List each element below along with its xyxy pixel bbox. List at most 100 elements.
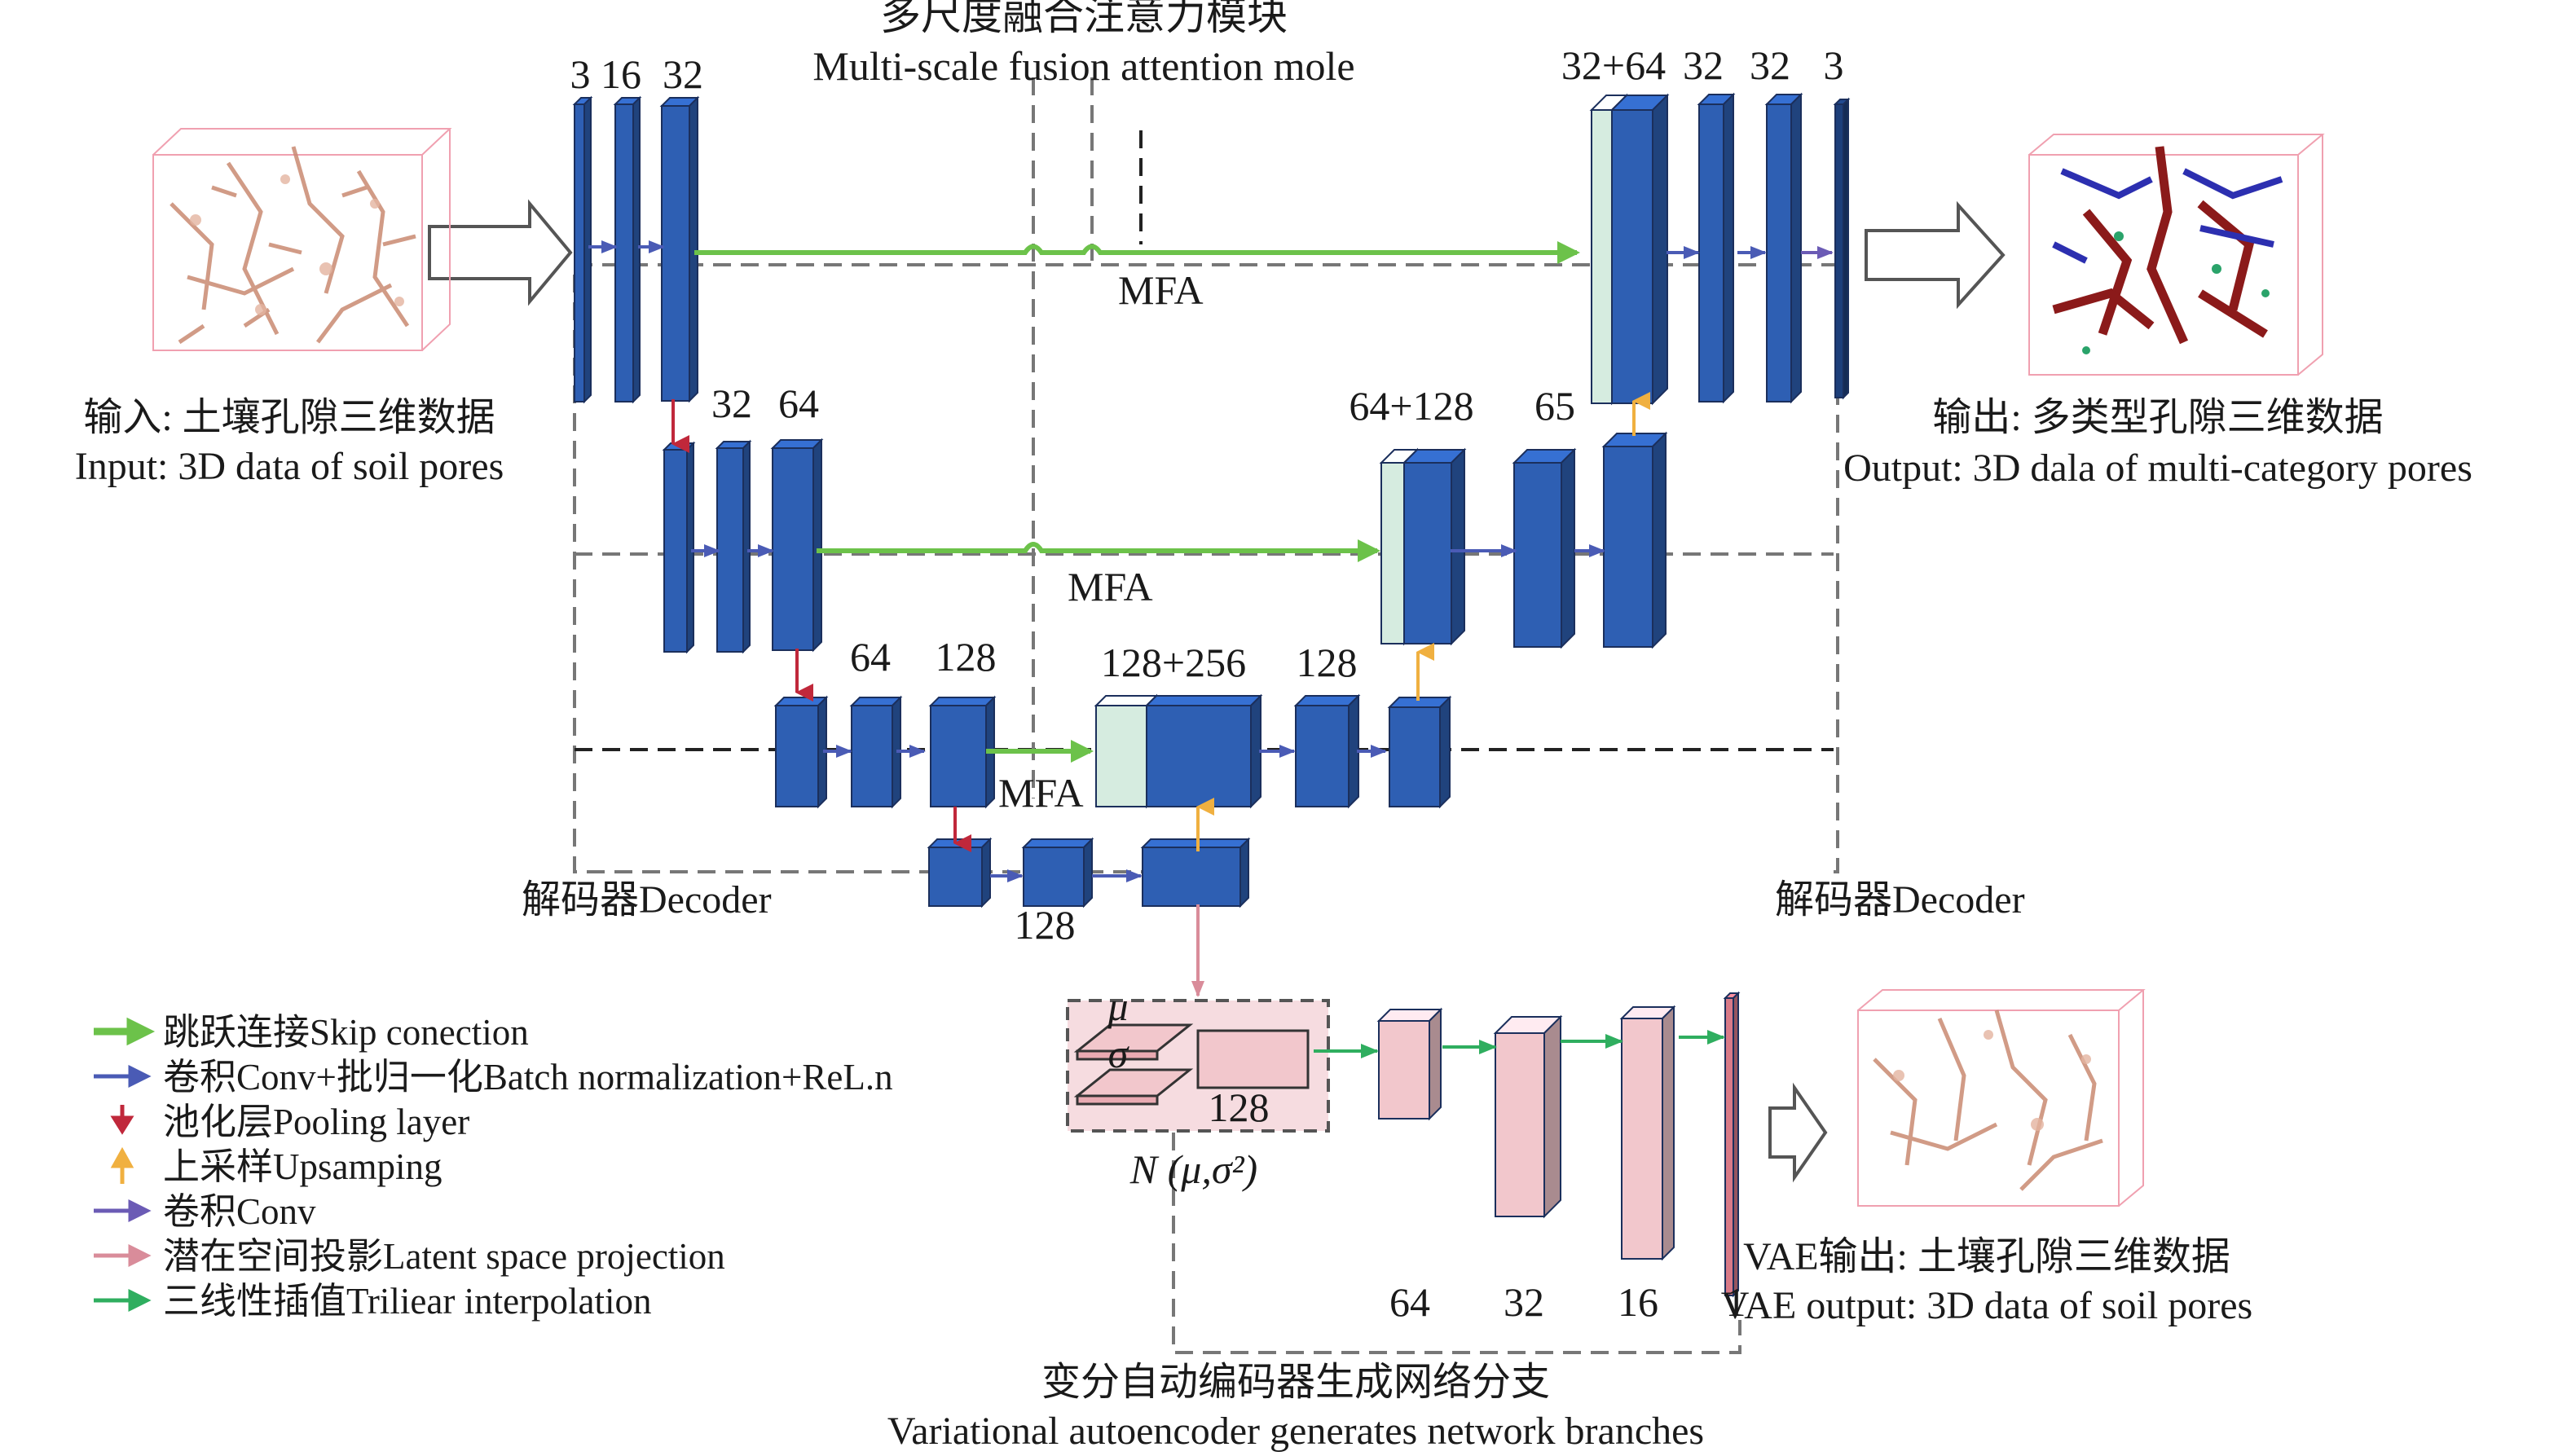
- arrow-right-icon: [94, 1243, 152, 1268]
- legend-item: 三线性插值Triliear interpolation: [94, 1281, 652, 1322]
- vae-ch-0: 64: [1389, 1279, 1430, 1325]
- bottleneck-ch: 128: [1015, 902, 1076, 948]
- legend-label: 三线性插值Triliear interpolation: [163, 1281, 652, 1322]
- legend-item: 卷积Conv+批归一化Batch normalization+ReL.n: [94, 1057, 893, 1097]
- bottleneck-block-2: [1140, 837, 1251, 908]
- enc3-block-2: [928, 695, 997, 809]
- dec2-block-1: [1601, 431, 1668, 649]
- enc1-block-1: [613, 95, 642, 404]
- skip-connection-level1: [694, 241, 1580, 264]
- arrow-down-icon: [110, 1105, 134, 1135]
- vae-block-32: [1493, 1014, 1563, 1219]
- dec3-block-0: [1293, 693, 1361, 809]
- mfa-label-level2: MFA: [1068, 564, 1153, 609]
- legend-item: 潜在空间投影Latent space projection: [94, 1236, 725, 1277]
- dec3-ch-0: 128+256: [1101, 640, 1246, 685]
- dec3-ch-1: 128: [1297, 640, 1358, 685]
- legend-label: 潜在空间投影Latent space projection: [163, 1236, 725, 1277]
- arrow-right-icon: [94, 1064, 152, 1089]
- enc3-block-0: [773, 695, 829, 809]
- dec1-ch-2: 32: [1750, 42, 1790, 88]
- vae-sigma-label: σ: [1108, 1031, 1130, 1076]
- enc3-ch-0: 64: [850, 634, 891, 680]
- decoder-label-right: 解码器Decoder: [1775, 878, 2025, 922]
- dec2-ch-0: 64+128: [1349, 383, 1473, 429]
- decoder-label-left: 解码器Decoder: [522, 878, 772, 922]
- legend-label: 上采样Upsamping: [163, 1146, 443, 1187]
- output-caption-en: Output: 3D dala of multi-category pores: [1843, 446, 2472, 490]
- dec1-ch-1: 32: [1683, 42, 1724, 88]
- legend-item: 卷积Conv: [94, 1191, 316, 1232]
- arrow-right-icon: [94, 1017, 156, 1046]
- enc1-block-0: [572, 95, 593, 404]
- output-arrow: [1865, 200, 2006, 310]
- dec2-block-0: [1512, 447, 1577, 649]
- dec1-concat-blue: [1609, 93, 1670, 406]
- dec3-concat-blue: [1144, 693, 1263, 809]
- mfa-label-level3: MFA: [998, 770, 1084, 816]
- vae-ch-3: 1: [1726, 1279, 1746, 1325]
- vae-latent-box: [1066, 999, 1330, 1133]
- input-caption-zh: 输入: 土壤孔隙三维数据: [83, 396, 495, 439]
- vae-block-16: [1619, 1005, 1676, 1261]
- enc2-ch-0: 32: [711, 380, 752, 426]
- enc2-block-0: [662, 441, 696, 654]
- dec1-ch-3: 3: [1824, 42, 1844, 88]
- bottleneck-block-1: [1021, 837, 1094, 908]
- conv-arrows: [588, 240, 1767, 882]
- legend-item: 跳跃连接Skip conection: [94, 1012, 529, 1053]
- legend-item: 上采样Upsamping: [110, 1146, 443, 1187]
- legend-item: 池化层Pooling layer: [110, 1102, 469, 1142]
- labels: 多尺度融合注意力模块 Multi-scale fusion attention …: [75, 0, 2472, 1453]
- legend-label: 卷积Conv+批归一化Batch normalization+ReL.n: [163, 1057, 893, 1097]
- vae-ch-1: 32: [1504, 1279, 1544, 1325]
- legend-label: 跳跃连接Skip conection: [163, 1012, 529, 1053]
- vae-ch-2: 16: [1618, 1279, 1658, 1325]
- enc3-ch-1: 128: [936, 634, 997, 680]
- vae-distribution: N (μ,σ²): [1129, 1146, 1257, 1192]
- vae-branch-frame: [1172, 1133, 1741, 1354]
- input-cube-image: [152, 128, 452, 351]
- enc1-ch-2: 32: [663, 51, 703, 97]
- dec1-block-0: [1697, 92, 1736, 404]
- dec2-ch-1: 65: [1534, 383, 1575, 429]
- enc1-ch-1: 16: [601, 51, 641, 97]
- enc1-block-2: [659, 95, 700, 403]
- enc3-block-1: [849, 695, 903, 809]
- trilinear-arrows: [1314, 1030, 1725, 1058]
- legend-label: 池化层Pooling layer: [163, 1102, 469, 1142]
- enc2-block-2: [770, 438, 824, 653]
- hollow-arrows: [428, 199, 2006, 1183]
- skip-connections: [694, 241, 1580, 763]
- dec2-concat-blue: [1402, 447, 1467, 646]
- vae-block-1: [1723, 991, 1741, 1298]
- dec1-block-2: [1833, 97, 1851, 400]
- input-arrow: [428, 199, 573, 306]
- dec3-block-1: [1387, 695, 1452, 809]
- enc2-ch-1: 64: [778, 380, 819, 426]
- bottleneck-block-0: [927, 837, 993, 908]
- output-cube-image: [2028, 134, 2325, 376]
- arrow-right-icon: [94, 1288, 152, 1313]
- vae-branch-caption-en: Variational autoencoder generates networ…: [887, 1410, 1704, 1453]
- vae-output-caption-zh: VAE输出: 土壤孔隙三维数据: [1743, 1235, 2230, 1278]
- dec1-block-1: [1764, 92, 1803, 404]
- vae-block-64: [1376, 1007, 1443, 1121]
- arrow-right-icon: [94, 1199, 152, 1223]
- pooling-arrows: [671, 399, 971, 852]
- vae-output-arrow: [1768, 1082, 1828, 1183]
- vae-latent-dim: 128: [1209, 1084, 1270, 1130]
- skip-connection-level2: [817, 539, 1380, 562]
- legend-label: 卷积Conv: [163, 1191, 316, 1232]
- output-caption-zh: 输出: 多类型孔隙三维数据: [1932, 396, 2383, 439]
- vae-mu-label: μ: [1107, 983, 1128, 1029]
- upsampling-arrows: [1196, 392, 1650, 851]
- dec1-ch-0: 32+64: [1561, 42, 1666, 88]
- vae-output-caption-en: VAE output: 3D data of soil pores: [1721, 1284, 2252, 1327]
- vae-branch-caption-zh: 变分自动编码器生成网络分支: [1041, 1361, 1550, 1404]
- enc2-block-1: [715, 439, 752, 654]
- title-zh: 多尺度融合注意力模块: [880, 0, 1288, 38]
